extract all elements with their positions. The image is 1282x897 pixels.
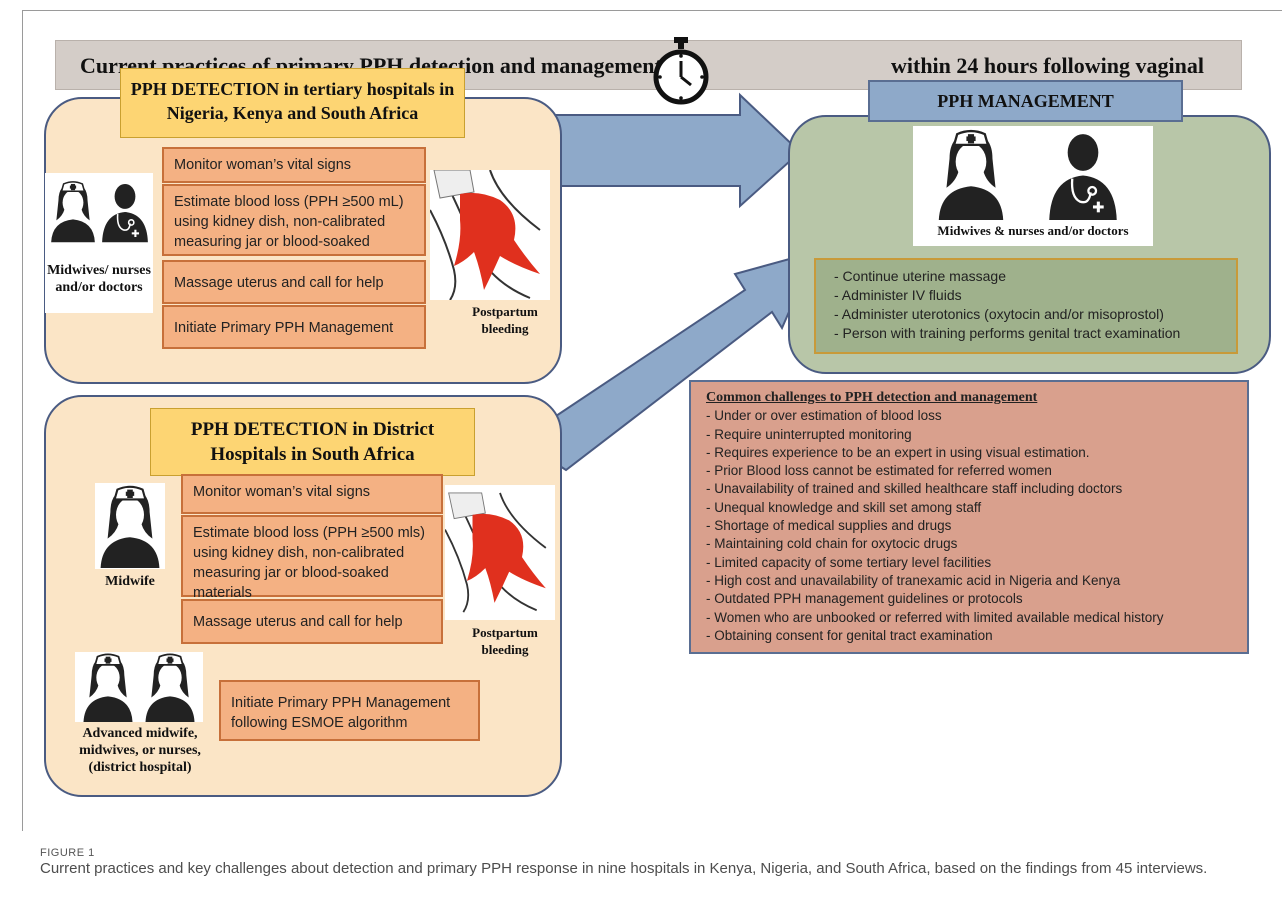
district-bleeding-image	[445, 485, 555, 620]
challenge-item: - Shortage of medical supplies and drugs	[706, 518, 952, 534]
tertiary-step-monitor: Monitor woman’s vital signs	[162, 147, 426, 183]
management-staff-image	[913, 126, 1153, 246]
management-action: - Person with training performs genital …	[834, 325, 1181, 341]
postpartum-bleeding-image	[430, 170, 550, 300]
management-action: - Administer uterotonics (oxytocin and/o…	[834, 306, 1164, 322]
tertiary-bleeding-image	[430, 170, 550, 300]
management-staff-label: Midwives & nurses and/or doctors	[937, 223, 1129, 238]
doctor-icon	[99, 177, 151, 245]
stopwatch-icon	[650, 35, 712, 107]
management-action: - Administer IV fluids	[834, 287, 962, 303]
district-step-massage: Massage uterus and call for help	[181, 599, 443, 644]
management-action: - Continue uterine massage	[834, 268, 1006, 284]
challenge-item: - Limited capacity of some tertiary leve…	[706, 554, 992, 570]
challenge-item: - Require uninterrupted monitoring	[706, 426, 912, 442]
district-step-estimate: Estimate blood loss (PPH ≥500 mls) using…	[181, 515, 443, 601]
advanced-midwives-image	[75, 652, 203, 722]
challenge-item: - Outdated PPH management guidelines or …	[706, 591, 1023, 607]
figure-label: FIGURE 1	[40, 847, 95, 859]
tertiary-step-massage: Massage uterus and call for help	[162, 260, 426, 304]
figure-caption: Current practices and key challenges abo…	[40, 860, 1208, 877]
postpartum-bleeding-image	[445, 485, 555, 620]
doctor-icon	[1033, 128, 1133, 220]
challenge-item: - Requires experience to be an expert in…	[706, 444, 1090, 460]
tertiary-staff-label: Midwives/ nurses and/or doctors	[47, 263, 151, 295]
challenge-item: - Maintaining cold chain for oxytocic dr…	[706, 536, 958, 552]
district-midwife-image	[95, 483, 165, 569]
tertiary-panel-title: PPH DETECTION in tertiary hospitals in N…	[120, 68, 465, 138]
nurse-icon	[921, 128, 1021, 220]
tertiary-bleeding-label: Postpartum bleeding	[472, 304, 538, 336]
advanced-midwives-label: Advanced midwife, midwives, or nurses, (…	[79, 726, 201, 775]
challenge-item: - Unequal knowledge and skill set among …	[706, 499, 982, 515]
tertiary-step-estimate: Estimate blood loss (PPH ≥500 mL) using …	[162, 184, 426, 256]
challenge-item: - Prior Blood loss cannot be estimated f…	[706, 463, 1052, 479]
challenges-box: Common challenges to PPH detection and m…	[689, 380, 1249, 654]
challenge-item: - Under or over estimation of blood loss	[706, 408, 942, 424]
management-title: PPH MANAGEMENT	[868, 80, 1183, 122]
district-panel-title: PPH DETECTION in District Hospitals in S…	[150, 408, 475, 476]
district-midwife-label: Midwife	[105, 574, 155, 589]
challenge-item: - Women who are unbooked or referred wit…	[706, 609, 1164, 625]
nurse-icon	[47, 177, 99, 245]
district-step-monitor: Monitor woman’s vital signs	[181, 474, 443, 514]
tertiary-step-initiate: Initiate Primary PPH Management	[162, 305, 426, 349]
nurse-icon	[139, 652, 201, 722]
challenges-title: Common challenges to PPH detection and m…	[706, 390, 1038, 405]
nurse-icon	[77, 652, 139, 722]
figure-frame	[22, 10, 1282, 831]
management-actions-list: - Continue uterine massage - Administer …	[814, 258, 1238, 354]
challenge-item: - High cost and unavailability of tranex…	[706, 572, 1121, 588]
nurse-icon	[95, 483, 165, 569]
challenge-item: - Obtaining consent for genital tract ex…	[706, 627, 993, 643]
district-bleeding-label: Postpartum bleeding	[472, 625, 538, 657]
arrow-to-management-top	[555, 92, 802, 209]
tertiary-staff-image	[45, 173, 153, 313]
district-step-initiate: Initiate Primary PPH Management followin…	[219, 680, 480, 741]
challenge-item: - Unavailability of trained and skilled …	[706, 481, 1123, 497]
